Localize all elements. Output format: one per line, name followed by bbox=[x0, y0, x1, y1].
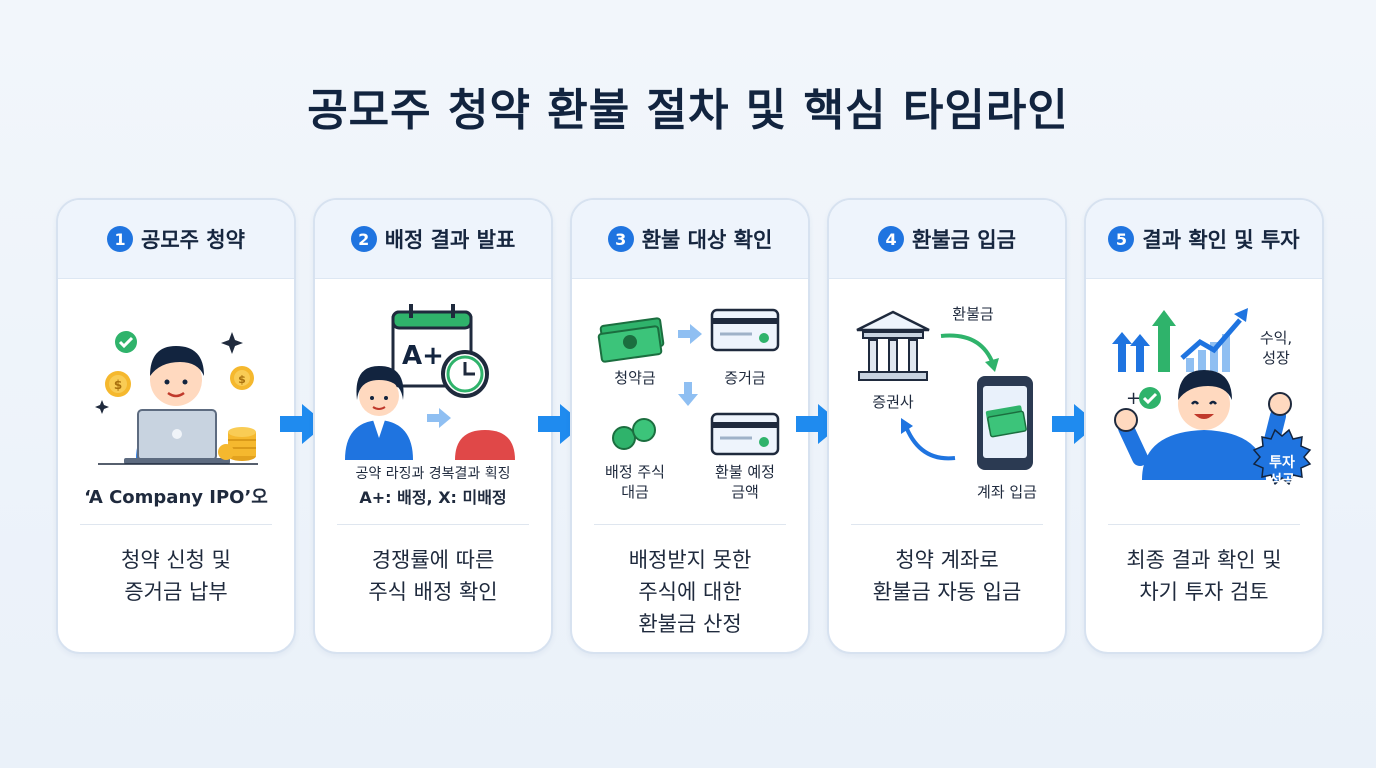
label-deposit: 증거금 bbox=[724, 369, 766, 387]
step-title-1: 공모주 청약 bbox=[141, 228, 245, 252]
allocation-caption: 공약 라징과 경복결과 획징 bbox=[355, 466, 511, 482]
coin-stack-icon bbox=[228, 427, 256, 461]
card-icon bbox=[710, 308, 780, 352]
growth-arrows-icon bbox=[1112, 310, 1176, 372]
arrow-right-icon bbox=[538, 404, 584, 444]
success-badge-icon bbox=[1252, 428, 1312, 486]
svg-text:$: $ bbox=[238, 373, 246, 386]
step-number-2: 2 bbox=[350, 226, 377, 252]
arrow-right-icon bbox=[796, 404, 842, 444]
step-number-1: 1 bbox=[107, 226, 134, 252]
bank-icon bbox=[856, 310, 930, 381]
check-icon bbox=[1139, 387, 1161, 409]
arrow-right-icon bbox=[1052, 404, 1098, 444]
allocation-legend: A+: 배정, X: 미배정 bbox=[359, 488, 507, 507]
step-title-4: 환불금 입금 bbox=[912, 228, 1016, 252]
label-subscription: 청약금 bbox=[614, 369, 656, 387]
label-growth: 수익, 성장 bbox=[1259, 329, 1293, 367]
refund-deposit-illustration bbox=[856, 310, 1033, 470]
arrow-icon bbox=[901, 418, 913, 434]
success-badge-label: 투자 성공 bbox=[1269, 455, 1295, 489]
step-description-1: 청약 신청 및 증거금 납부 bbox=[121, 548, 231, 604]
label-refund: 환불금 bbox=[952, 305, 994, 323]
step-header-2: 2 배정 결과 발표 bbox=[315, 200, 551, 279]
coin-icon bbox=[612, 418, 656, 450]
divider bbox=[337, 524, 529, 525]
investor-laptop-illustration: $ $ bbox=[95, 331, 258, 465]
unallocated-icon bbox=[455, 430, 515, 460]
step-header-5: 5 결과 확인 및 투자 bbox=[1086, 200, 1322, 279]
step-description-5: 최종 결과 확인 및 차기 투자 검토 bbox=[1126, 548, 1282, 604]
divider bbox=[1108, 524, 1300, 525]
clock-icon bbox=[441, 350, 489, 398]
svg-text:$: $ bbox=[114, 378, 122, 392]
step-card-5: 5 결과 확인 및 투자 + bbox=[1084, 198, 1324, 654]
coin-icon: $ bbox=[230, 366, 254, 390]
allocation-result-illustration: A+ bbox=[345, 304, 515, 460]
step-title-5: 결과 확인 및 투자 bbox=[1142, 228, 1300, 252]
calendar-grade: A+ bbox=[402, 341, 444, 371]
step-header-1: 1 공모주 청약 bbox=[58, 200, 294, 279]
arrow-icon bbox=[985, 358, 999, 372]
step-header-3: 3 환불 대상 확인 bbox=[572, 200, 808, 279]
divider bbox=[594, 524, 786, 525]
plus-sign: + bbox=[1126, 388, 1141, 409]
arrow-right-icon bbox=[280, 404, 326, 444]
sparkle-icon bbox=[221, 332, 243, 354]
arrow-down-icon bbox=[678, 382, 698, 406]
step-number-5: 5 bbox=[1108, 226, 1135, 252]
arrow-right-icon bbox=[427, 408, 451, 428]
card-icon bbox=[710, 412, 780, 456]
arrow-right-icon bbox=[678, 324, 702, 344]
step-description-3: 배정받지 못한 주식에 대한 환불금 산정 bbox=[628, 548, 752, 636]
step-title-2: 배정 결과 발표 bbox=[384, 228, 516, 252]
refund-calculation-illustration bbox=[597, 308, 780, 456]
fist-icon bbox=[1268, 392, 1292, 416]
coin-icon: $ bbox=[105, 371, 131, 397]
step-number-4: 4 bbox=[878, 226, 905, 252]
step-card-4: 4 환불금 입금 환불금 증권사 계좌 입금 청약 계좌로 환불금 자동 입금 bbox=[827, 198, 1067, 654]
step-description-2: 경쟁률에 따른 주식 배정 확인 bbox=[368, 548, 498, 604]
phone-icon bbox=[977, 376, 1033, 470]
label-account-deposit: 계좌 입금 bbox=[977, 483, 1037, 501]
label-refund-amount: 환불 예정 금액 bbox=[715, 463, 775, 501]
divider bbox=[851, 524, 1043, 525]
coin-icon bbox=[218, 444, 234, 460]
cash-stack-icon bbox=[597, 317, 665, 363]
fist-icon bbox=[1114, 408, 1138, 432]
ipo-caption: ‘A Company IPO’오 bbox=[84, 487, 268, 508]
step-number-3: 3 bbox=[607, 226, 634, 252]
check-icon bbox=[115, 331, 137, 353]
label-allotted: 배정 주식 대금 bbox=[605, 463, 665, 501]
label-broker: 증권사 bbox=[872, 393, 914, 411]
step-card-1: 1 공모주 청약 $ $ bbox=[56, 198, 296, 654]
sparkle-icon bbox=[95, 400, 109, 414]
step-card-2: 2 배정 결과 발표 A+ 공약 라징과 경복결과 획징 A+: 배정, X: … bbox=[313, 198, 553, 654]
step-description-4: 청약 계좌로 환불금 자동 입금 bbox=[872, 548, 1022, 604]
page-title: 공모주 청약 환불 절차 및 핵심 타임라인 bbox=[307, 85, 1069, 136]
divider bbox=[80, 524, 272, 525]
step-card-3: 3 환불 대상 확인 청약금 증거금 배정 주식 대금 bbox=[570, 198, 810, 654]
investment-success-illustration: + bbox=[1112, 308, 1312, 486]
step-header-4: 4 환불금 입금 bbox=[829, 200, 1065, 279]
bar-chart-icon bbox=[1180, 308, 1248, 372]
step-title-3: 환불 대상 확인 bbox=[641, 228, 773, 252]
